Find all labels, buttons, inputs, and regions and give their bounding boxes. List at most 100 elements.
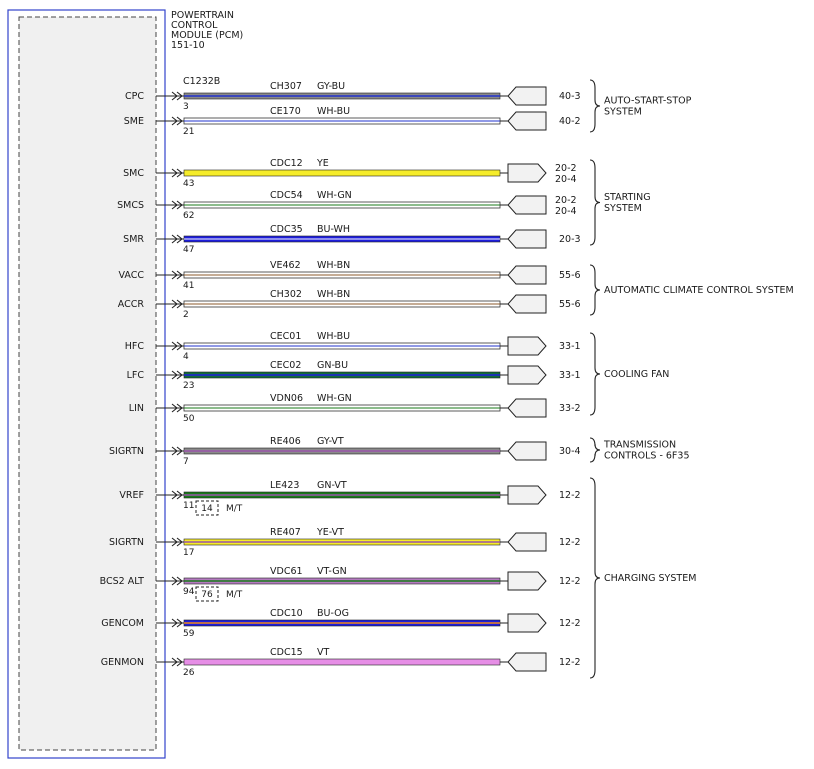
- pin-arrow: [171, 490, 178, 500]
- wire: [183, 371, 501, 379]
- circuit-number: VDC61: [270, 566, 303, 577]
- pin-arrow: [176, 299, 183, 309]
- pin-arrow: [176, 91, 183, 101]
- system-label-line: SYSTEM: [604, 203, 642, 214]
- pin-arrow: [176, 576, 183, 586]
- system-brace: [589, 332, 601, 416]
- wire: [183, 404, 501, 412]
- terminal-connector: [507, 485, 547, 505]
- terminal-label-2: 20-4: [555, 174, 577, 185]
- signal-label: LIN: [129, 403, 144, 414]
- pin-arrow: [176, 234, 183, 244]
- system-brace: [589, 477, 601, 679]
- pin-arrow: [176, 446, 183, 456]
- module-title-line-4: 151-10: [171, 40, 205, 51]
- circuit-number: CDC10: [270, 608, 303, 619]
- pin-arrow: [171, 341, 178, 351]
- terminal-label: 12-2: [559, 618, 581, 629]
- terminal-connector: [507, 163, 547, 183]
- wire: [183, 491, 501, 499]
- pin-arrow: [171, 91, 178, 101]
- terminal-label: 12-2: [559, 490, 581, 501]
- terminal-label: 30-4: [559, 446, 581, 457]
- pin-arrow: [176, 657, 183, 667]
- pin-number: 26: [183, 668, 195, 678]
- connector-label: C1232B: [183, 76, 220, 87]
- pin-number: 62: [183, 211, 194, 221]
- pin-arrow: [176, 341, 183, 351]
- pin-number: 3: [183, 102, 189, 112]
- system-label-line: CHARGING SYSTEM: [604, 573, 696, 584]
- terminal-connector: [507, 441, 547, 461]
- terminal-label: 33-2: [559, 403, 581, 414]
- circuit-number: CE170: [270, 106, 301, 117]
- pin-arrow: [171, 446, 178, 456]
- pin-arrow: [171, 270, 178, 280]
- signal-label: VACC: [119, 270, 145, 281]
- terminal-label: 40-2: [559, 116, 581, 127]
- terminal-label: 33-1: [559, 370, 581, 381]
- pin-number: 50: [183, 414, 195, 424]
- pin-arrow: [176, 537, 183, 547]
- pin-arrow: [176, 490, 183, 500]
- pin-number: 94: [183, 587, 195, 597]
- circuit-number: CH302: [270, 289, 302, 300]
- wire-color-code: WH-BN: [317, 260, 350, 271]
- signal-label: ACCR: [118, 299, 145, 310]
- wire: [183, 658, 501, 666]
- wire-body: [183, 658, 501, 666]
- terminal-connector: [507, 336, 547, 356]
- terminal-label: 20-2: [555, 163, 577, 174]
- pin-number: 21: [183, 127, 194, 137]
- pin-arrow: [176, 168, 183, 178]
- terminal-connector: [507, 613, 547, 633]
- terminal-connector: [507, 652, 547, 672]
- module-title-line-1: POWERTRAIN: [171, 10, 234, 21]
- pin-arrow: [176, 270, 183, 280]
- pin-arrow: [171, 200, 178, 210]
- signal-label: SMC: [123, 168, 144, 179]
- terminal-label: 55-6: [559, 270, 581, 281]
- module-title-line-3: MODULE (PCM): [171, 30, 243, 41]
- system-groups: AUTO-START-STOPSYSTEMSTARTINGSYSTEMAUTOM…: [589, 79, 794, 679]
- circuit-number: CDC35: [270, 224, 303, 235]
- terminal-connector: [507, 571, 547, 591]
- signal-label: LFC: [127, 370, 145, 381]
- circuit-number: LE423: [270, 480, 299, 491]
- pin-arrow: [176, 200, 183, 210]
- pin-arrow: [171, 537, 178, 547]
- wire: [183, 117, 501, 125]
- terminal-connector: [507, 265, 547, 285]
- system-brace: [589, 159, 601, 246]
- system-group-5: CHARGING SYSTEM: [589, 477, 696, 679]
- terminal-connector: [507, 532, 547, 552]
- option-note: M/T: [226, 504, 243, 514]
- signal-label: SIGRTN: [109, 446, 144, 457]
- pin-number: 2: [183, 310, 189, 320]
- system-label-line: CONTROLS - 6F35: [604, 451, 690, 462]
- circuit-number: CDC54: [270, 190, 303, 201]
- wire: [183, 447, 501, 455]
- circuit-number: VDN06: [270, 393, 303, 404]
- wire-color-code: GY-VT: [317, 436, 344, 447]
- wire: [183, 201, 501, 209]
- circuit-number: RE407: [270, 527, 301, 538]
- pin-arrow: [171, 116, 178, 126]
- wire-color-code: WH-GN: [317, 190, 352, 201]
- pin-arrow: [176, 370, 183, 380]
- wire: [183, 538, 501, 546]
- wire-color-code: WH-BU: [317, 331, 350, 342]
- circuit-number: VE462: [270, 260, 301, 271]
- circuit-number: CDC12: [270, 158, 303, 169]
